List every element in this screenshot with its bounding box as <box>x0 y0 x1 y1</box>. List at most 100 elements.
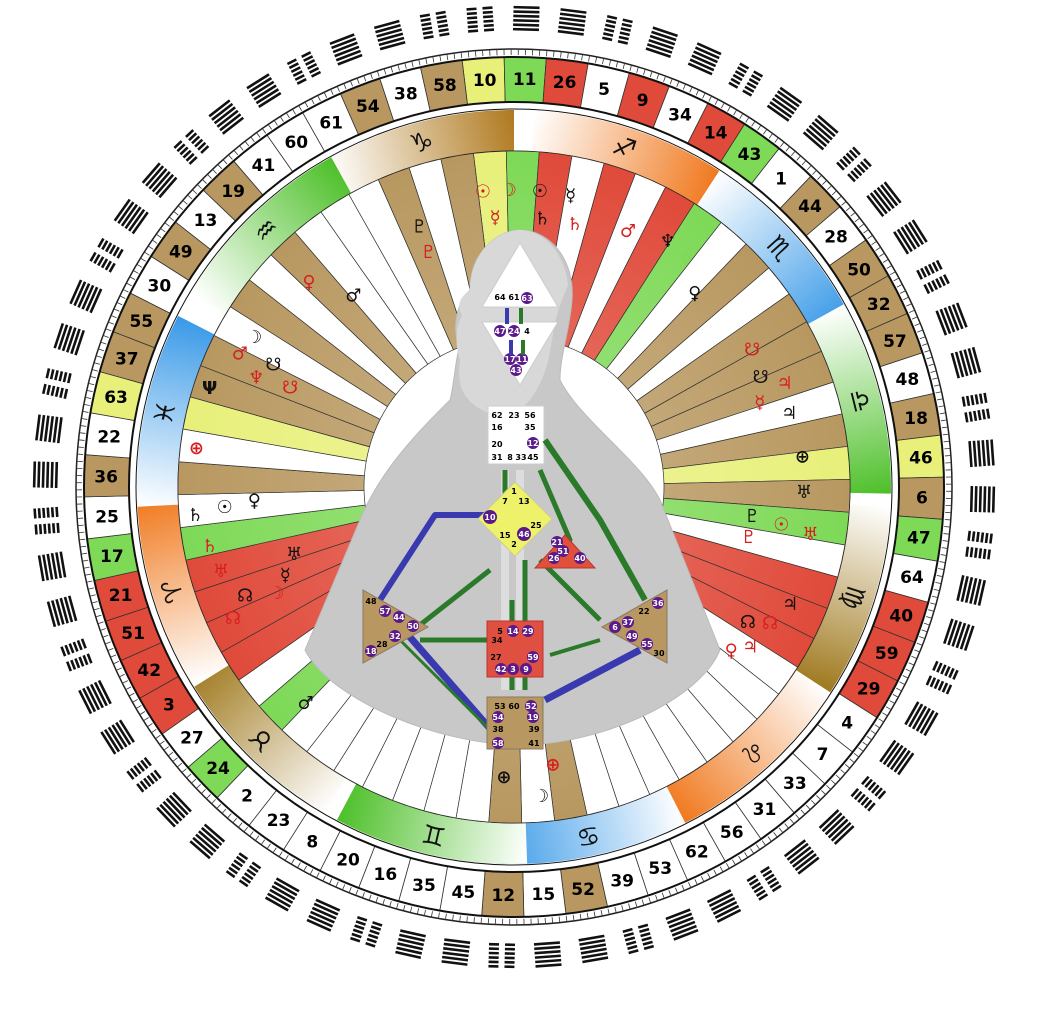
hexagram-icon <box>306 899 340 932</box>
gate-number: 19 <box>221 182 245 202</box>
throat-gate: 8 <box>507 453 513 462</box>
planet-icon: ♄ <box>187 505 203 526</box>
hexagram-icon <box>951 347 982 379</box>
hexagram-icon <box>350 916 382 948</box>
throat-gate: 16 <box>491 423 503 432</box>
planet-icon: ☉ <box>773 515 789 536</box>
gate-number: 14 <box>704 123 728 143</box>
hexagram-icon <box>156 792 192 828</box>
hexagram-icon <box>866 181 901 217</box>
hexagram-icon <box>42 368 72 399</box>
gate-number: 15 <box>532 885 556 905</box>
planet-icon: ⊕ <box>189 438 204 459</box>
planet-icon: ♂ <box>345 285 361 306</box>
hexagram-icon <box>89 238 123 273</box>
hexagram-icon <box>962 393 991 423</box>
hexagram-icon <box>226 852 261 887</box>
hexagram-icon <box>836 146 872 182</box>
hexagram-icon <box>926 661 959 695</box>
sacral-gate: 42 <box>495 665 506 674</box>
hexagram-icon <box>78 680 112 714</box>
gate-number: 8 <box>306 833 318 853</box>
ajna-gate: 24 <box>508 327 520 336</box>
solar-gate: 36 <box>652 599 664 608</box>
head-gate: 64 <box>494 293 506 302</box>
hexagram-icon <box>265 877 300 911</box>
channel <box>521 340 525 355</box>
gate-number: 18 <box>904 409 928 429</box>
sacral-gate: 34 <box>491 636 503 645</box>
gate-number: 56 <box>720 823 744 843</box>
hexagram-icon <box>879 740 914 775</box>
gate-number: 33 <box>783 774 807 794</box>
planet-icon: ☊ <box>762 613 778 634</box>
planet-icon: ⊕ <box>795 447 810 468</box>
gate-number: 34 <box>668 105 692 125</box>
hexagram-icon <box>208 99 244 134</box>
sacral-gate: 9 <box>523 665 529 674</box>
hexagram-icon <box>395 929 426 959</box>
g-gate: 13 <box>518 497 529 506</box>
hexagram-icon <box>767 87 802 122</box>
throat-gate: 20 <box>491 440 503 449</box>
root-gate: 39 <box>528 725 540 734</box>
sacral-gate: 27 <box>490 653 501 662</box>
throat-gate: 33 <box>515 453 526 462</box>
gate-number: 23 <box>267 811 291 831</box>
root-gate: 19 <box>527 713 539 722</box>
gate-number: 41 <box>252 156 276 176</box>
planet-icon: ♅ <box>286 544 302 565</box>
hexagram-icon <box>374 20 406 51</box>
planet-icon: ♀ <box>302 272 315 293</box>
planet-icon: ☿ <box>754 392 765 413</box>
root-gate: 54 <box>492 713 504 722</box>
throat-gate: 31 <box>491 453 503 462</box>
gate-number: 64 <box>900 568 924 588</box>
planet-icon: ♆ <box>677 249 693 270</box>
channel <box>505 308 509 324</box>
gate-number: 37 <box>115 349 139 369</box>
gate-number: 10 <box>473 71 497 91</box>
gate-number: 58 <box>433 76 457 96</box>
planet-icon: ♀ <box>725 641 738 662</box>
planet-icon: ♃ <box>777 373 793 394</box>
gate-number: 43 <box>738 145 762 165</box>
hexagram-icon <box>803 115 839 151</box>
root-gate: 60 <box>508 702 520 711</box>
gate-number: 28 <box>824 228 848 248</box>
gate-number: 27 <box>180 728 204 748</box>
hexagram-icon <box>747 866 782 901</box>
g-gate: 7 <box>502 497 508 506</box>
hexagram-icon <box>420 11 450 40</box>
planet-icon: ♇ <box>744 506 760 527</box>
hexagram-icon <box>851 776 887 812</box>
gate-number: 36 <box>94 467 118 487</box>
gate-number: 16 <box>374 865 398 885</box>
root-gate: 41 <box>528 739 540 748</box>
planet-icon: ☋ <box>753 367 769 388</box>
hexagram-icon <box>329 33 362 65</box>
ajna-gate: 17 <box>504 355 515 364</box>
g-gate: 25 <box>530 521 542 530</box>
throat-gate: 12 <box>527 439 538 448</box>
gate-number: 2 <box>241 787 253 807</box>
planet-icon: ♃ <box>742 636 758 657</box>
hexagram-icon <box>784 839 820 874</box>
gate-number: 11 <box>513 70 537 90</box>
planet-icon: ☽ <box>268 583 284 604</box>
gate-number: 49 <box>169 243 193 263</box>
hexagram-icon <box>38 551 67 581</box>
gate-number: 39 <box>610 871 634 891</box>
gate-number: 32 <box>867 295 891 315</box>
hexagram-icon <box>646 26 678 58</box>
solar-gate: 6 <box>612 623 618 632</box>
hexagram-icon <box>622 924 654 955</box>
gate-number: 63 <box>104 388 128 408</box>
gate-number: 20 <box>336 851 360 871</box>
channel <box>519 308 523 324</box>
gate-number: 13 <box>194 211 218 231</box>
planet-icon: ♀ <box>688 283 701 304</box>
spleen-gate: 57 <box>379 607 390 616</box>
gate-number: 5 <box>598 80 610 100</box>
